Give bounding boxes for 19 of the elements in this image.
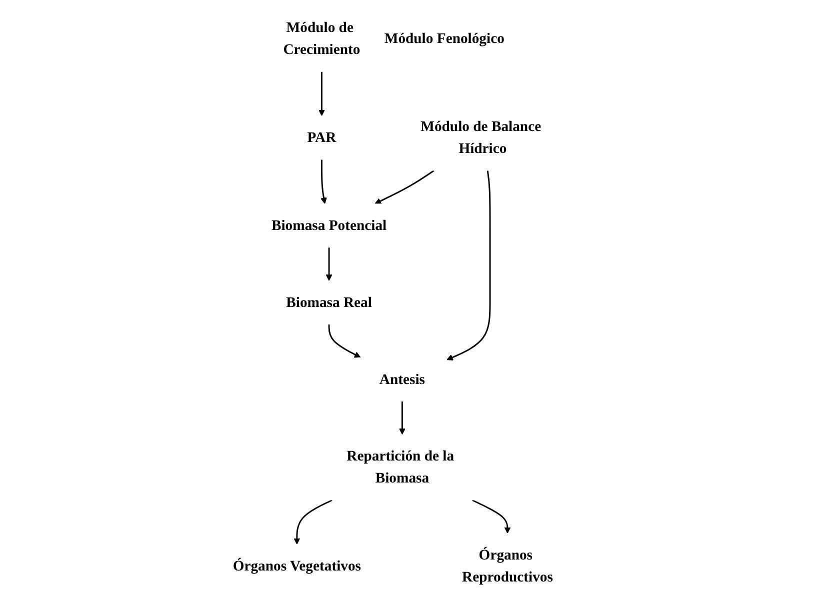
node-text: Módulo de Balance Hídrico xyxy=(420,118,542,157)
arrow xyxy=(326,248,332,281)
node-text: Biomasa Real xyxy=(286,294,372,311)
arrow xyxy=(294,500,333,544)
arrow xyxy=(374,170,435,204)
arrow xyxy=(328,324,361,358)
arrow xyxy=(320,160,328,204)
node-text: Módulo Fenológico xyxy=(384,30,505,47)
arrow xyxy=(399,401,406,435)
node-text: Repartición de la Biomasa xyxy=(346,448,454,486)
arrow xyxy=(318,72,326,116)
node-text: Biomasa Potencial xyxy=(272,218,387,234)
arrow xyxy=(472,500,511,534)
node-text: Antesis xyxy=(380,371,426,388)
node-text: PAR xyxy=(307,130,336,146)
node-text: Órganos Reproductivos xyxy=(462,547,554,586)
arrow xyxy=(446,170,491,360)
node-text: Módulo de Crecimiento xyxy=(283,20,360,58)
node-text: Órganos Vegetativos xyxy=(233,558,362,574)
